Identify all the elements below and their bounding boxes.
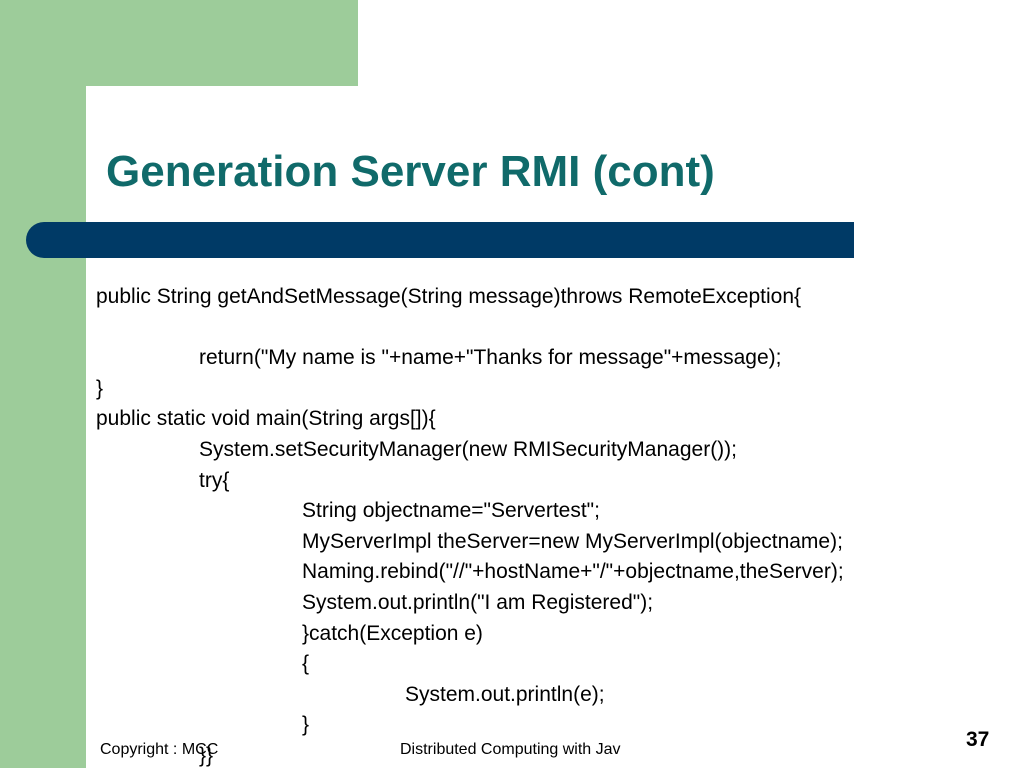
slide-title: Generation Server RMI (cont) <box>106 147 715 196</box>
code-line: public String getAndSetMessage(String me… <box>96 285 802 308</box>
content-panel <box>86 86 1024 768</box>
code-line: { <box>302 652 310 676</box>
decorative-green-top <box>0 0 358 86</box>
page-number: 37 <box>966 728 990 751</box>
code-block: public String getAndSetMessage(String me… <box>96 282 996 768</box>
code-line <box>96 313 996 344</box>
code-line: try{ <box>199 468 230 492</box>
code-line: System.out.println(e); <box>405 682 605 706</box>
code-line: return("My name is "+name+"Thanks for me… <box>199 346 782 370</box>
code-line: public static void main(String args[]){ <box>96 407 436 431</box>
code-line: } <box>302 713 310 737</box>
code-line: MyServerImpl theServer=new MyServerImpl(… <box>302 529 843 553</box>
footer-course-title: Distributed Computing with Jav <box>400 741 621 758</box>
code-line: String objectname="Servertest"; <box>302 499 600 523</box>
title-underline-bar <box>26 222 854 258</box>
code-line: Naming.rebind("//"+hostName+"/"+objectna… <box>302 560 844 584</box>
code-line: System.out.println("I am Registered"); <box>302 590 654 614</box>
code-line: } <box>96 376 104 400</box>
code-line: System.setSecurityManager(new RMISecurit… <box>199 437 738 461</box>
code-line: }} <box>199 743 214 767</box>
decorative-green-side <box>0 0 86 768</box>
code-line: }catch(Exception e) <box>302 621 483 645</box>
footer-copyright: Copyright : MCC <box>100 741 219 758</box>
